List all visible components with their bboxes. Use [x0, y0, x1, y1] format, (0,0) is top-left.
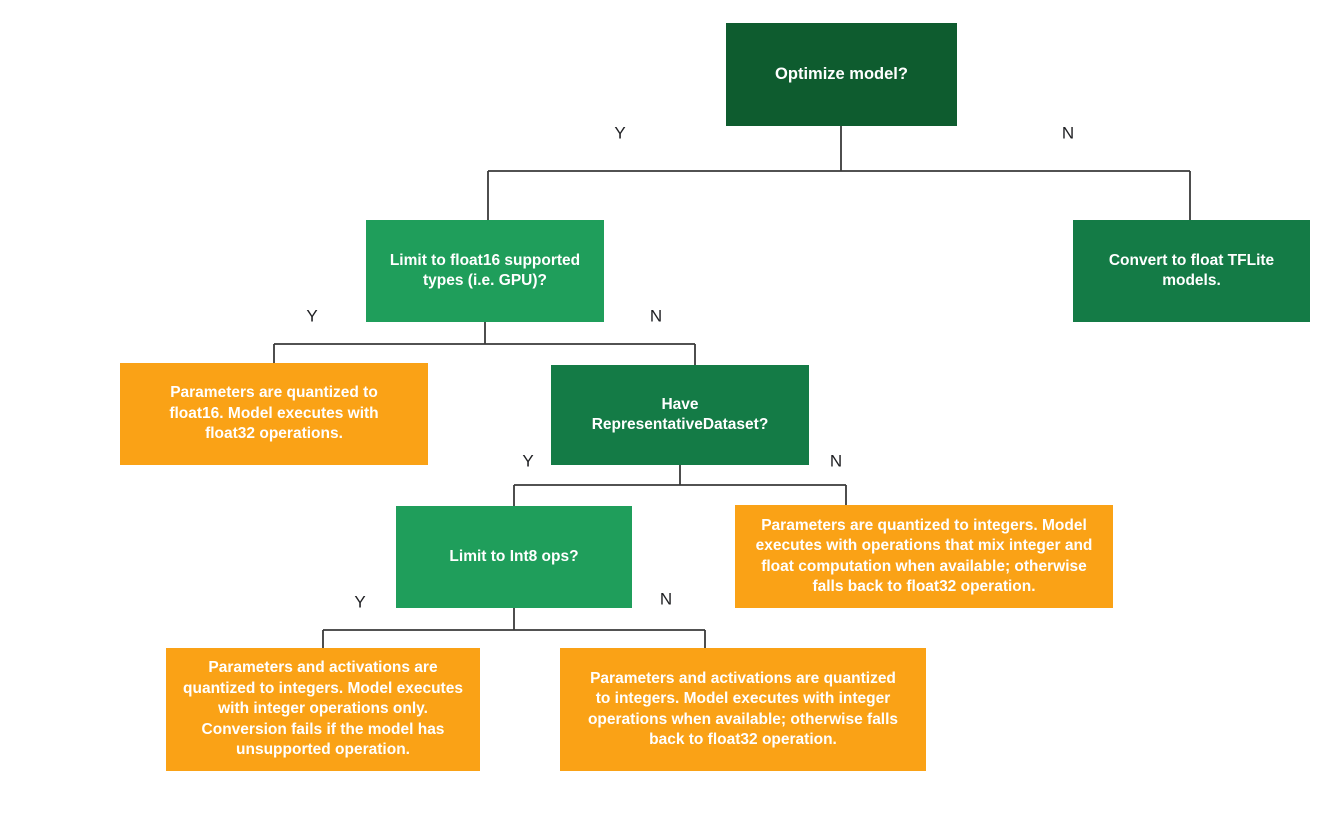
- node-float16-outcome: Parameters are quantized to float16. Mod…: [120, 363, 428, 465]
- edge-label-optimize-yes: Y: [614, 123, 626, 143]
- edge-label-dataset-yes: Y: [522, 451, 534, 471]
- edge-label-float16-no: N: [649, 306, 663, 326]
- node-limit-float16: Limit to float16 supported types (i.e. G…: [366, 220, 604, 322]
- edge-label-optimize-no: N: [1061, 123, 1075, 143]
- node-have-representative-dataset: Have RepresentativeDataset?: [551, 365, 809, 465]
- node-int8-only-outcome: Parameters and activations are quantized…: [166, 648, 480, 771]
- connector-float16-branch: [273, 322, 696, 365]
- edge-label-int8-no: N: [659, 589, 673, 609]
- node-optimize-model: Optimize model?: [726, 23, 957, 126]
- connector-optimize-branch: [487, 126, 1191, 220]
- edge-label-dataset-no: N: [829, 451, 843, 471]
- edge-label-int8-yes: Y: [354, 592, 366, 612]
- node-mixed-int-float-outcome: Parameters are quantized to integers. Mo…: [735, 505, 1113, 608]
- connector-int8-branch: [322, 608, 706, 648]
- node-int8-fallback-outcome: Parameters and activations are quantized…: [560, 648, 926, 771]
- node-convert-float-tflite: Convert to float TFLite models.: [1073, 220, 1310, 322]
- edge-label-float16-yes: Y: [306, 306, 318, 326]
- node-limit-int8-ops: Limit to Int8 ops?: [396, 506, 632, 608]
- connector-dataset-branch: [513, 465, 847, 506]
